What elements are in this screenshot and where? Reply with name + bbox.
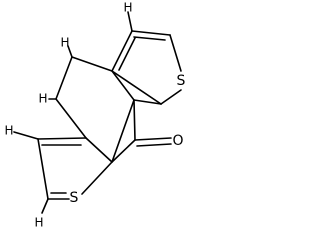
bond-h-top-right [127, 11, 133, 32]
bond-seven-ring-5 [111, 99, 135, 163]
bond-h-bottom [41, 198, 49, 214]
bond-upper-ring-5-double [118, 37, 136, 71]
bond-seven-ring-1 [71, 56, 113, 72]
bond-h-top-left [67, 45, 73, 58]
bond-carbonyl-to-ring [111, 139, 136, 163]
bond-lower-ring-4 [81, 161, 113, 195]
bond-upper-ring-4 [111, 70, 162, 105]
bond-seven-ring-2 [55, 56, 73, 100]
bond-seven-ring-3 [55, 98, 87, 139]
bond-lower-ring-2 [37, 138, 49, 200]
bond-lower-ring-1 [37, 137, 87, 140]
atom-s-lower: S [70, 190, 79, 206]
atom-o-carbonyl: O [172, 133, 183, 149]
bond-upper-ring-1-double [133, 36, 166, 41]
bond-upper-ring-2 [169, 34, 182, 72]
chemical-structure-diagram: H H S H H O S H [4, 1, 186, 230]
bond-upper-ring-7 [133, 99, 162, 105]
bond-upper-ring-3 [160, 89, 182, 105]
bond-upper-ring-5 [111, 30, 133, 72]
atom-h-bottom: H [34, 216, 43, 230]
atom-s-upper: S [177, 73, 186, 89]
bond-seven-ring-4 [85, 137, 113, 163]
atom-h-top-left: H [60, 36, 69, 50]
bond-carbonyl [133, 99, 136, 141]
atom-h-mid-left: H [38, 92, 47, 106]
atom-h-top-right: H [123, 1, 132, 15]
bond-c-o [134, 137, 172, 141]
bond-h-left [13, 131, 39, 140]
bond-upper-ring-1 [131, 30, 171, 36]
bond-c-o-double [136, 143, 172, 147]
atom-h-left: H [4, 124, 13, 138]
bond-upper-ring-6 [111, 70, 135, 101]
